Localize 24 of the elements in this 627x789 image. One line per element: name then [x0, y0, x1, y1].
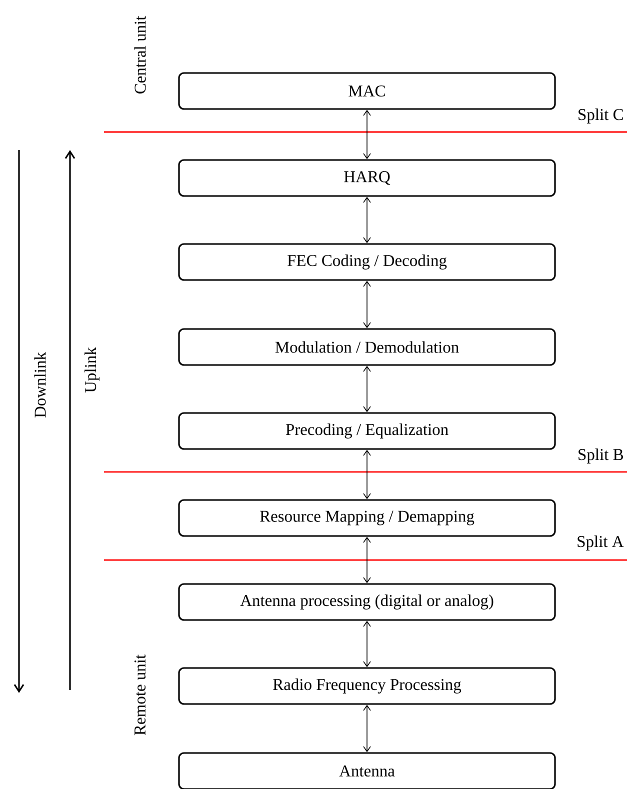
direction-label: Uplink: [84, 347, 100, 393]
process-box: Radio Frequency Processing: [178, 667, 556, 705]
direction-label: Downlink: [34, 352, 46, 418]
process-box: Antenna: [178, 752, 556, 789]
arrow: [363, 704, 371, 752]
process-box: Precoding / Equalization: [178, 412, 556, 450]
process-box: HARQ: [178, 159, 556, 197]
arrow: [363, 620, 371, 668]
arrow: [363, 536, 371, 584]
process-box: FEC Coding / Decoding: [178, 243, 556, 281]
arrow: [363, 366, 371, 412]
unit-label: Remote unit: [134, 654, 146, 736]
arrow: [363, 110, 371, 160]
process-box: MAC: [178, 72, 556, 110]
split-label: Split B: [578, 448, 623, 464]
split-label: Split C: [578, 108, 623, 124]
split-label: Split A: [578, 536, 624, 550]
arrow: [363, 196, 371, 244]
arrow: [363, 450, 371, 500]
process-box: Modulation / Demodulation: [178, 328, 556, 366]
process-box: Resource Mapping / Demapping: [178, 499, 556, 537]
unit-label: Central unit: [134, 16, 146, 94]
process-box: Antenna processing (digital or analog): [178, 583, 556, 621]
arrow: [363, 280, 371, 328]
